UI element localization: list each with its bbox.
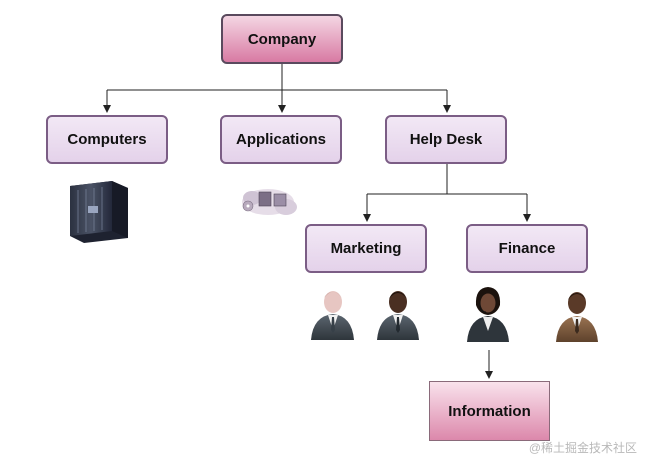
person-icon <box>556 292 598 342</box>
person-icon <box>311 291 354 340</box>
person-icon <box>377 291 419 340</box>
finance-node[interactable]: Finance <box>466 224 588 273</box>
person-icon <box>467 287 509 342</box>
company-node[interactable]: Company <box>221 14 343 64</box>
help-desk-node[interactable]: Help Desk <box>385 115 507 164</box>
information-node[interactable]: Information <box>429 381 550 441</box>
applications-node[interactable]: Applications <box>220 115 342 164</box>
watermark-text: @稀土掘金技术社区 <box>528 441 637 455</box>
computers-node[interactable]: Computers <box>46 115 168 164</box>
marketing-node[interactable]: Marketing <box>305 224 427 273</box>
server-rack-icon <box>70 181 128 243</box>
software-cd-icon <box>242 189 297 215</box>
